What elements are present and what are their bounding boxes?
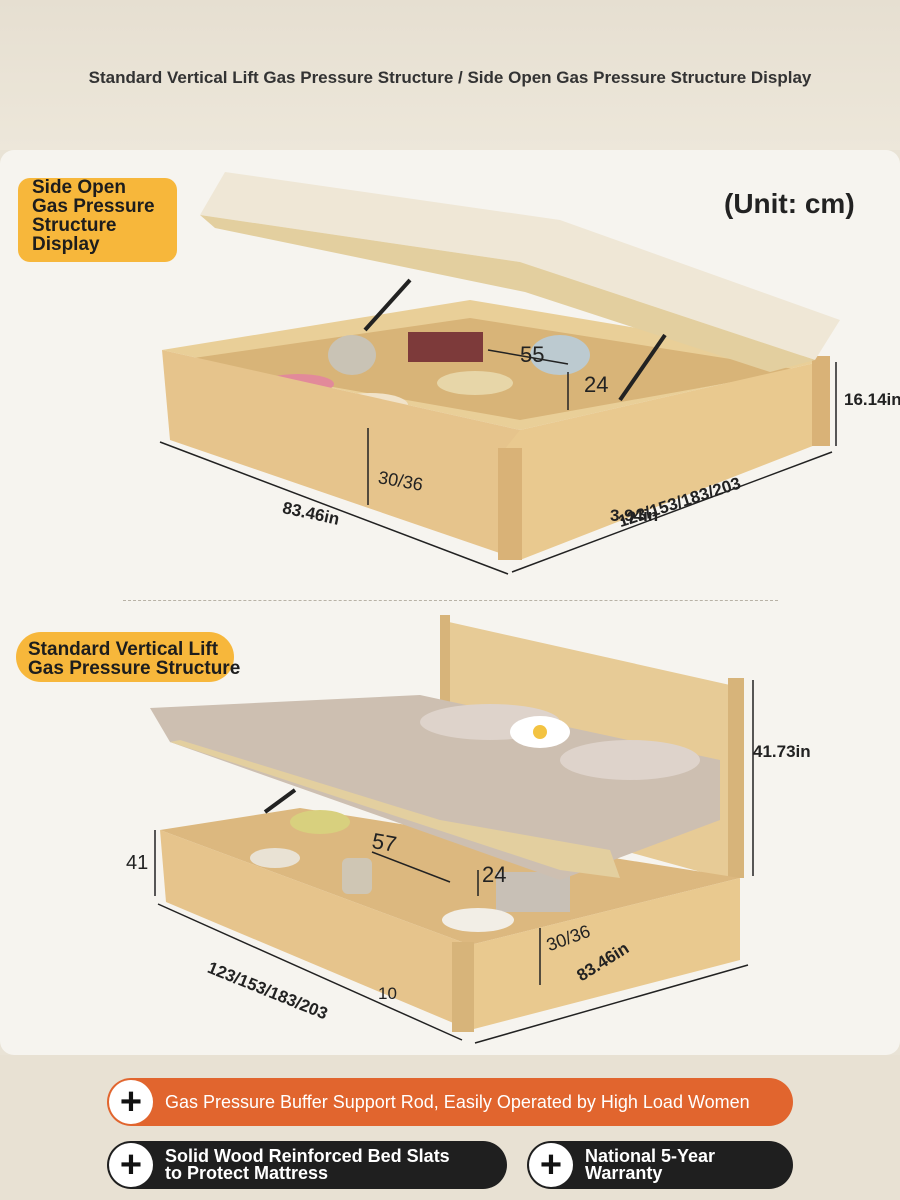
plus-icon: + (109, 1143, 153, 1187)
dim-divider-height-2: 24 (482, 862, 507, 887)
dim-divider-height: 24 (584, 372, 609, 397)
unit-label: (Unit: cm) (724, 188, 855, 219)
dim-side-height: 41 (126, 852, 149, 874)
dim-divider-width-2: 57 (370, 828, 399, 857)
feature-bed-slats: + Solid Wood Reinforced Bed Slats to Pro… (107, 1141, 507, 1189)
plus-icon: + (529, 1143, 573, 1187)
feature-text: National 5-Year Warranty (585, 1146, 716, 1183)
feature-gas-rod: + Gas Pressure Buffer Support Rod, Easil… (107, 1078, 793, 1126)
tag-line: Gas Pressure (32, 196, 155, 217)
dim-headboard-height: 41.73in (753, 742, 811, 761)
dim-height: 16.14in (844, 390, 900, 409)
vertical-lift-tag: Standard Vertical Lift Gas Pressure Stru… (16, 632, 241, 682)
feature-text: Solid Wood Reinforced Bed Slats to Prote… (165, 1146, 450, 1183)
feature-warranty: + National 5-Year Warranty (527, 1141, 793, 1189)
tag-line: Structure (32, 215, 117, 236)
tag-line: Gas Pressure Structure (28, 658, 241, 679)
dim-leg: 3.94in (610, 506, 659, 525)
side-open-bed-image (159, 172, 840, 575)
background-top (0, 0, 900, 150)
section-divider (123, 600, 778, 601)
dim-leg-2: 10 (378, 984, 397, 1003)
tag-line: Side Open (32, 177, 126, 198)
side-open-tag: Side Open Gas Pressure Structure Display (18, 178, 177, 262)
plus-icon: + (109, 1080, 153, 1124)
tag-line: Display (32, 234, 100, 255)
tag-line: Standard Vertical Lift (28, 639, 219, 660)
dim-divider-width: 55 (520, 342, 545, 367)
feature-line: Solid Wood Reinforced Bed Slats (165, 1146, 450, 1166)
feature-line: Warranty (585, 1163, 663, 1183)
page-title: Standard Vertical Lift Gas Pressure Stru… (88, 68, 812, 87)
vertical-lift-bed-image (150, 615, 754, 1044)
feature-line: National 5-Year (585, 1146, 716, 1166)
feature-line: to Protect Mattress (165, 1163, 329, 1183)
feature-text: Gas Pressure Buffer Support Rod, Easily … (165, 1091, 750, 1112)
